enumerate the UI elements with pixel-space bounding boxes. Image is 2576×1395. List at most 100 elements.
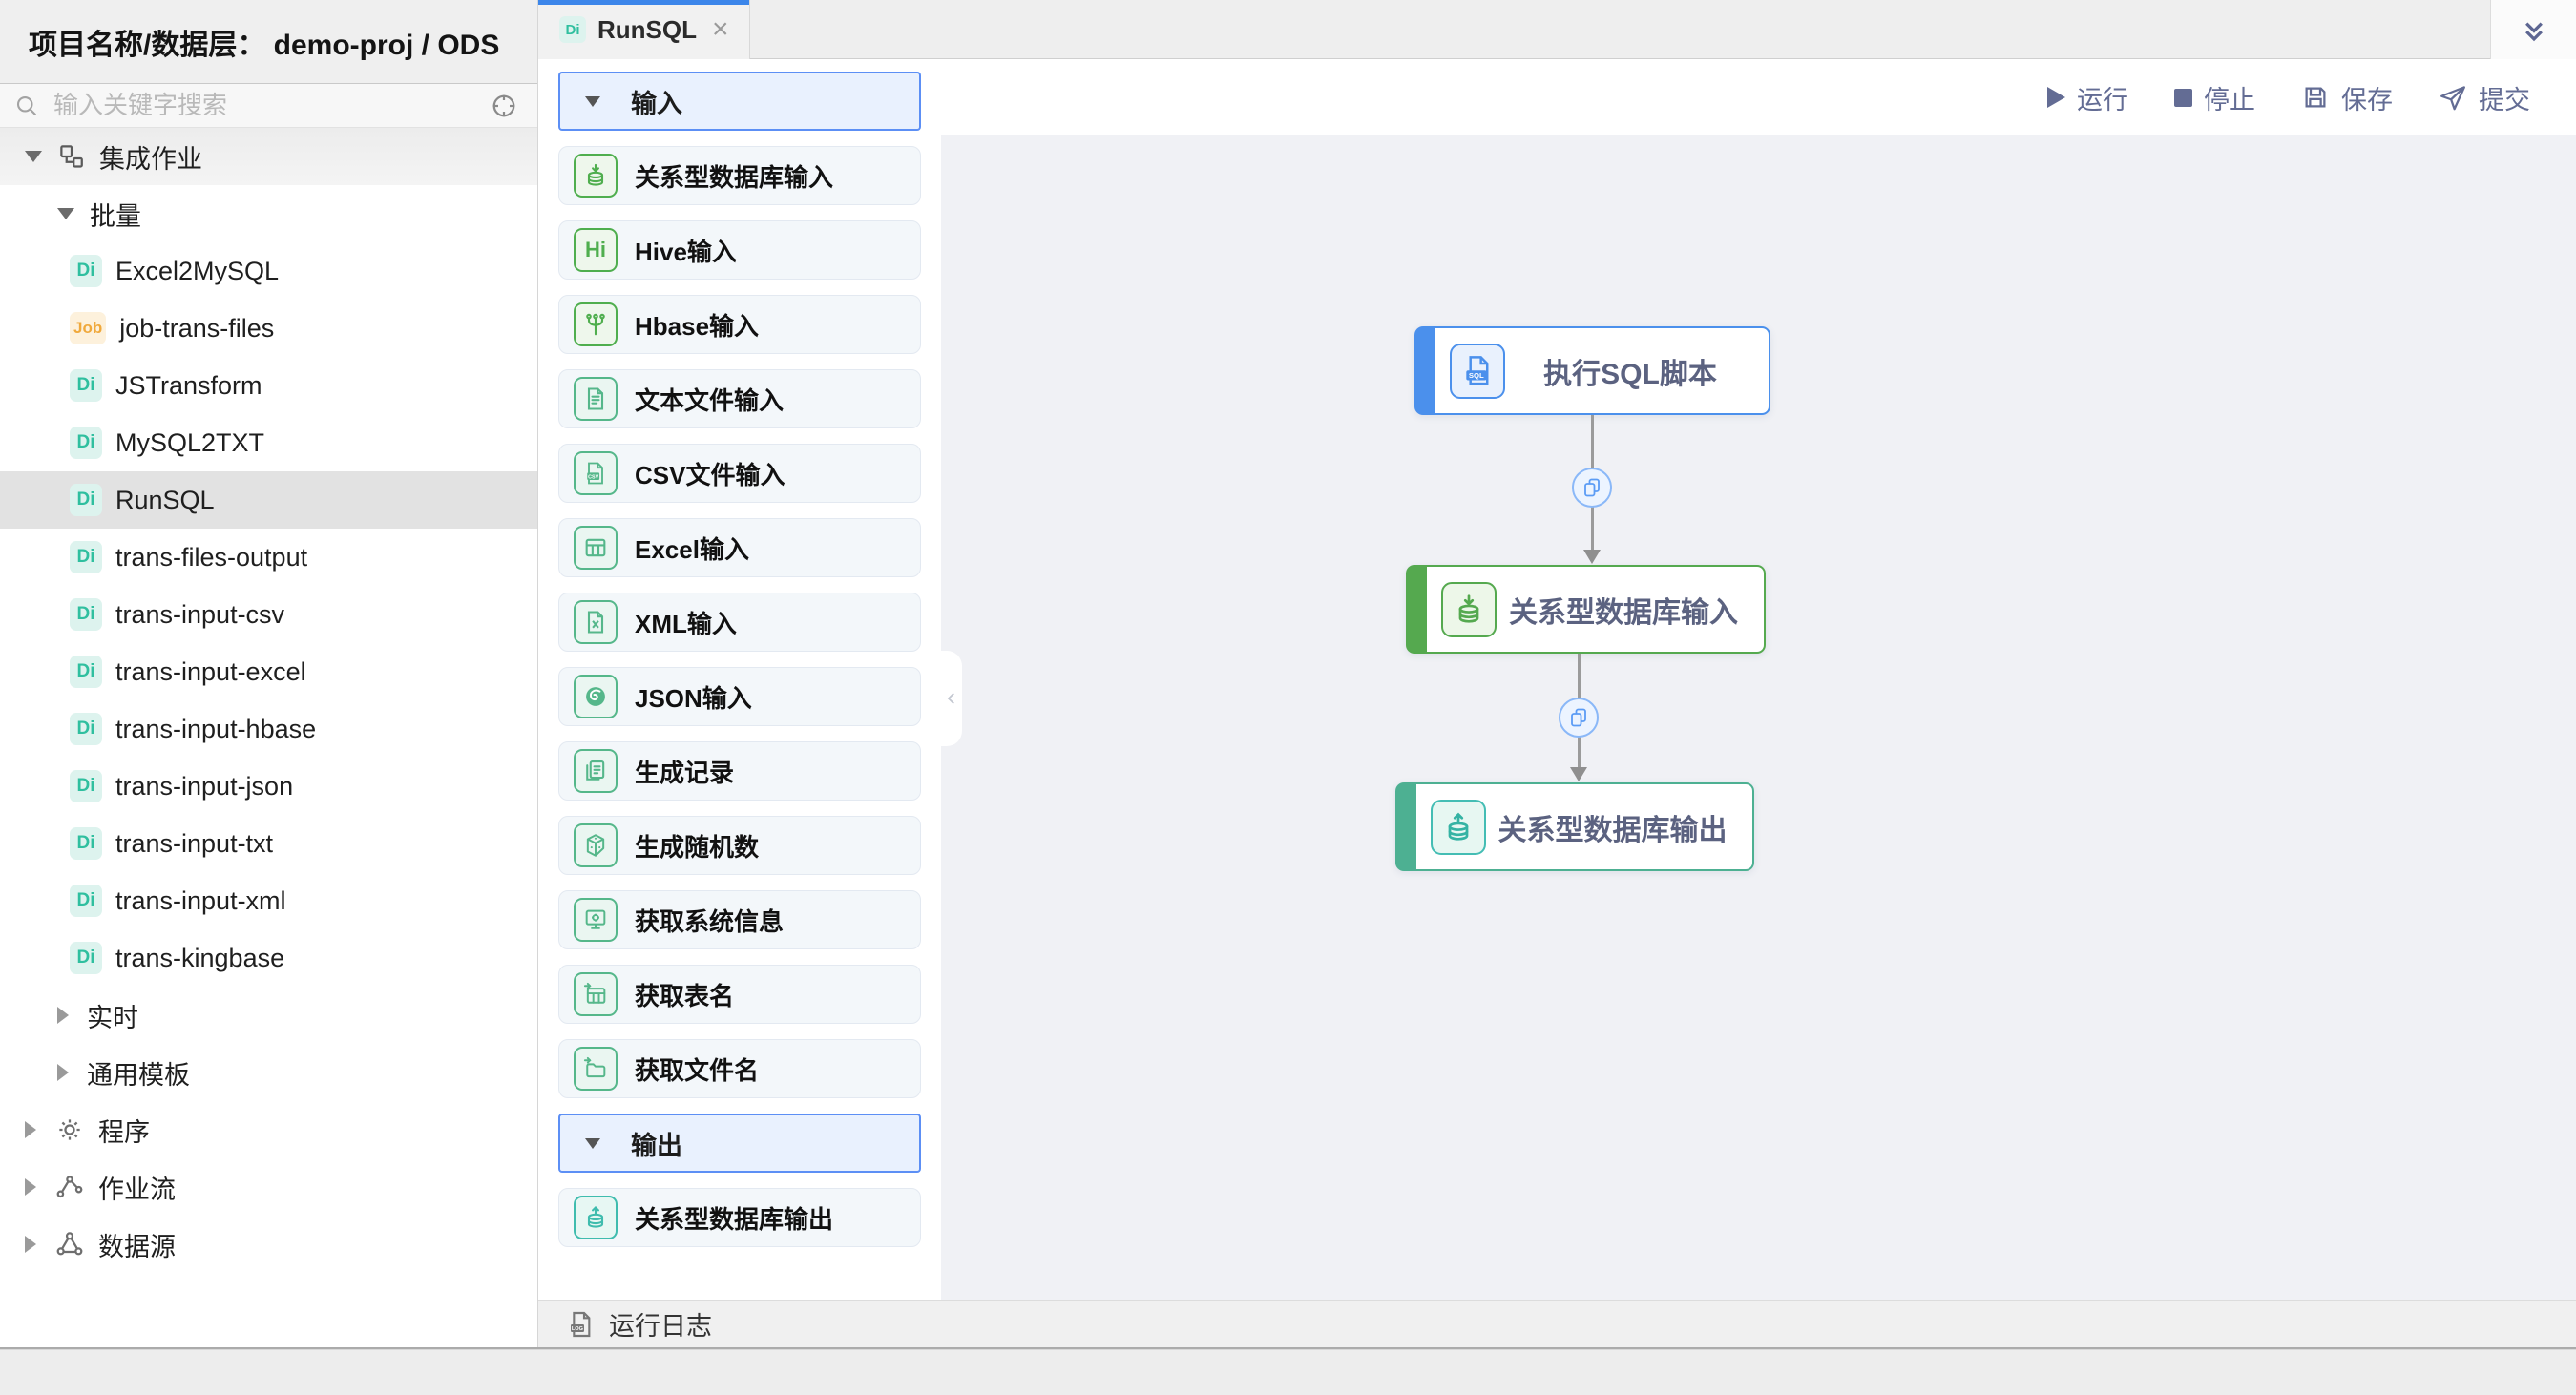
run-label: 运行 <box>2077 85 2128 115</box>
tree-item-datasources[interactable]: 数据源 <box>0 1216 537 1273</box>
tree-item-label: trans-input-txt <box>115 828 274 858</box>
palette-item-json-input[interactable]: JSON输入 <box>558 667 921 726</box>
caret-down-icon <box>585 95 600 107</box>
copy-hop-icon[interactable] <box>1559 698 1599 738</box>
save-button[interactable]: 保存 <box>2301 79 2393 116</box>
palette-item-get-table-names[interactable]: 获取表名 <box>558 965 921 1024</box>
di-badge: Di <box>70 942 102 974</box>
tree-item-integration-jobs[interactable]: 集成作业 <box>0 128 537 185</box>
tree-item-RunSQL[interactable]: Di RunSQL <box>0 471 537 529</box>
tree-item-label: MySQL2TXT <box>115 427 265 457</box>
records-icon <box>574 749 618 793</box>
tree-item-trans-input-xml[interactable]: Di trans-input-xml <box>0 872 537 929</box>
palette-item-hbase-input[interactable]: Hbase输入 <box>558 295 921 354</box>
node-label: 关系型数据库输出 <box>1497 814 1728 846</box>
section-label: 输出 <box>631 1131 682 1160</box>
tree-item-workflows[interactable]: 作业流 <box>0 1158 537 1216</box>
tab-label: RunSQL <box>597 14 697 44</box>
palette-section-input[interactable]: 输入 <box>558 72 921 131</box>
search-icon <box>13 93 40 119</box>
submit-button[interactable]: 提交 <box>2439 79 2530 116</box>
tree-item-label: JSTransform <box>115 370 262 400</box>
palette-item-label: 生成记录 <box>635 758 735 787</box>
db-input-icon <box>1441 581 1497 637</box>
tree-item-common-templates[interactable]: 通用模板 <box>0 1044 537 1101</box>
palette-item-label: XML输入 <box>635 609 737 638</box>
palette-item-label: 文本文件输入 <box>635 385 785 415</box>
palette-item-relational-db-input[interactable]: 关系型数据库输入 <box>558 146 921 205</box>
tree-item-realtime[interactable]: 实时 <box>0 987 537 1044</box>
tree-item-programs[interactable]: 程序 <box>0 1101 537 1158</box>
palette-section-output[interactable]: 输出 <box>558 1114 921 1173</box>
caret-right-icon[interactable] <box>57 1007 69 1024</box>
palette-item-generate-random[interactable]: 生成随机数 <box>558 816 921 875</box>
tree-item-label: 作业流 <box>98 1175 176 1204</box>
section-label: 输入 <box>631 89 682 118</box>
di-badge: Di <box>70 598 102 631</box>
tree-item-trans-input-txt[interactable]: Di trans-input-txt <box>0 815 537 872</box>
palette-item-label: 关系型数据库输入 <box>635 162 834 192</box>
tree-item-batch[interactable]: 批量 <box>0 185 537 242</box>
palette-item-label: 生成随机数 <box>635 832 760 862</box>
palette-item-hive-input[interactable]: Hi Hive输入 <box>558 220 921 280</box>
text-file-icon <box>574 377 618 421</box>
tab-RunSQL[interactable]: Di RunSQL × <box>538 0 750 59</box>
table-icon <box>574 526 618 570</box>
tree-item-MySQL2TXT[interactable]: Di MySQL2TXT <box>0 414 537 471</box>
locate-icon[interactable] <box>490 92 518 120</box>
run-log-bar[interactable]: LOG 运行日志 <box>538 1300 2576 1347</box>
log-file-icon: LOG <box>565 1309 596 1340</box>
node-run-sql-script[interactable]: SQL 执行SQL脚本 <box>1414 326 1770 415</box>
caret-down-icon[interactable] <box>57 208 74 219</box>
caret-right-icon[interactable] <box>57 1064 69 1081</box>
tree-item-trans-files-output[interactable]: Di trans-files-output <box>0 529 537 586</box>
run-button[interactable]: 运行 <box>2047 79 2128 116</box>
palette-item-csv-file-input[interactable]: CSV CSV文件输入 <box>558 444 921 503</box>
system-info-icon <box>574 898 618 942</box>
di-badge: Di <box>70 885 102 917</box>
tree-item-JSTransform[interactable]: Di JSTransform <box>0 357 537 414</box>
palette-item-label: CSV文件输入 <box>635 460 785 489</box>
close-icon[interactable]: × <box>712 13 729 45</box>
node-relational-db-output[interactable]: 关系型数据库输出 <box>1395 782 1754 871</box>
tree-item-trans-input-json[interactable]: Di trans-input-json <box>0 758 537 815</box>
palette-collapse-handle[interactable] <box>941 651 962 746</box>
json-icon <box>574 675 618 718</box>
palette-item-label: 获取文件名 <box>635 1055 760 1085</box>
palette-item-excel-input[interactable]: Excel输入 <box>558 518 921 577</box>
caret-down-icon <box>585 1137 600 1149</box>
palette-item-get-system-info[interactable]: 获取系统信息 <box>558 890 921 949</box>
palette-item-get-file-names[interactable]: 获取文件名 <box>558 1039 921 1098</box>
di-badge: Di <box>70 656 102 688</box>
collapse-tabs-button[interactable] <box>2490 0 2576 59</box>
caret-right-icon[interactable] <box>25 1121 36 1138</box>
node-label: 执行SQL脚本 <box>1543 358 1717 390</box>
search-input[interactable] <box>52 90 490 121</box>
di-badge: Di <box>559 16 586 43</box>
tree-item-label: 批量 <box>90 201 141 231</box>
di-badge: Di <box>70 541 102 573</box>
tree-item-label: Excel2MySQL <box>115 256 280 285</box>
caret-down-icon[interactable] <box>25 151 42 162</box>
hbase-icon <box>574 302 618 346</box>
tree-item-trans-input-hbase[interactable]: Di trans-input-hbase <box>0 700 537 758</box>
palette-item-generate-records[interactable]: 生成记录 <box>558 741 921 801</box>
stop-button[interactable]: 停止 <box>2174 79 2255 116</box>
tree-item-Excel2MySQL[interactable]: Di Excel2MySQL <box>0 242 537 300</box>
node-relational-db-input[interactable]: 关系型数据库输入 <box>1406 565 1766 654</box>
palette-item-text-file-input[interactable]: 文本文件输入 <box>558 369 921 428</box>
palette-item-relational-db-output[interactable]: 关系型数据库输出 <box>558 1188 921 1247</box>
svg-text:LOG: LOG <box>572 1326 583 1332</box>
tree-item-trans-kingbase[interactable]: Di trans-kingbase <box>0 929 537 987</box>
tree-item-trans-input-excel[interactable]: Di trans-input-excel <box>0 643 537 700</box>
tree-item-job-trans-files[interactable]: Job job-trans-files <box>0 300 537 357</box>
job-tree: 集成作业 批量 Di Excel2MySQL Job job-trans-fil… <box>0 128 537 1347</box>
caret-right-icon[interactable] <box>25 1178 36 1196</box>
palette-item-xml-input[interactable]: XML输入 <box>558 593 921 652</box>
flow-canvas[interactable]: SQL 执行SQL脚本 关系型数据库输入 <box>941 135 2576 1300</box>
svg-text:CSV: CSV <box>588 474 598 480</box>
copy-hop-icon[interactable] <box>1572 468 1612 508</box>
tree-item-trans-input-csv[interactable]: Di trans-input-csv <box>0 586 537 643</box>
stop-icon <box>2174 88 2192 107</box>
caret-right-icon[interactable] <box>25 1236 36 1253</box>
